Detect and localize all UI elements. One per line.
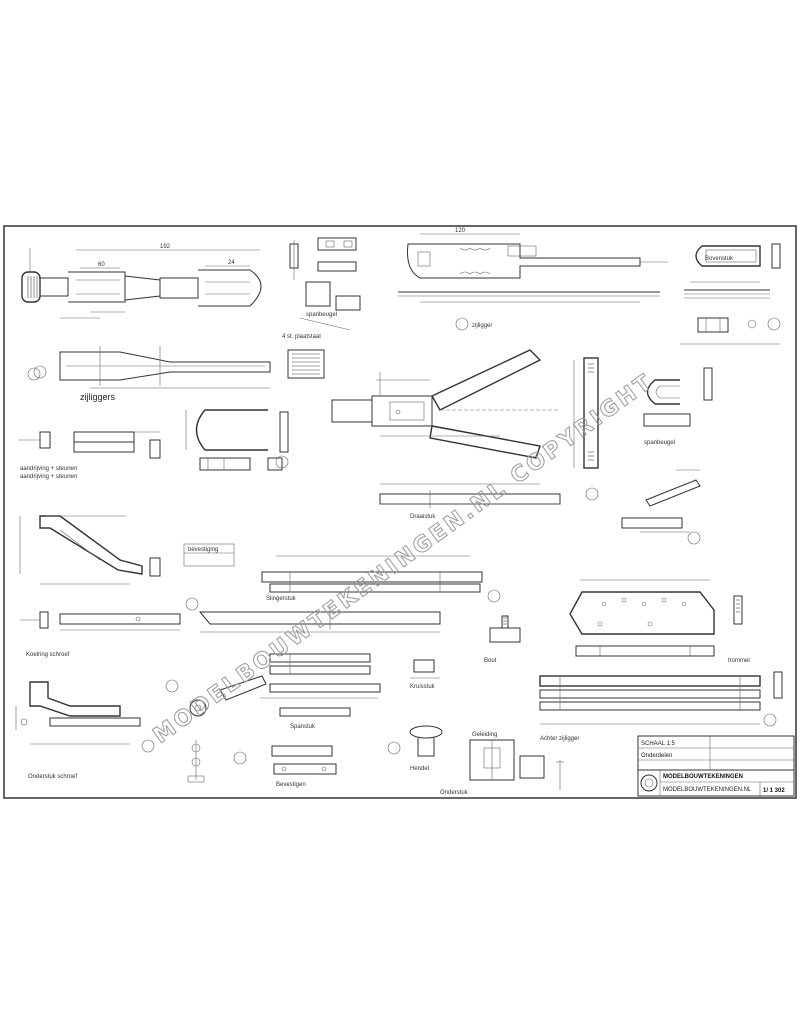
svg-text:24: 24 bbox=[228, 260, 235, 266]
svg-text:Koelring schroef: Koelring schroef bbox=[26, 652, 70, 658]
part-bolt: Bout Kruisstuk bbox=[410, 615, 521, 690]
label-trommel: trommel bbox=[728, 658, 750, 664]
svg-text:Draaistuk: Draaistuk bbox=[410, 514, 436, 520]
svg-text:bevestiging: bevestiging bbox=[188, 547, 218, 553]
part-spec-box: bevestiging bbox=[183, 543, 235, 567]
title-company: MODELBOUWTEKENINGEN bbox=[663, 774, 743, 780]
part-v-frame bbox=[331, 349, 560, 459]
round-logo-icon bbox=[640, 774, 658, 792]
title-sheet-number: 1/ 1 302 bbox=[763, 788, 785, 794]
svg-text:Bevestigen: Bevestigen bbox=[276, 782, 306, 788]
part-stacked-bars: Slingerstuk bbox=[198, 555, 501, 633]
part-lever: Koelring schroef bbox=[20, 611, 181, 658]
part-small-lower: Bevestigen Hendel bbox=[187, 725, 443, 788]
title-subject: Onderdelen bbox=[641, 753, 672, 759]
svg-text:Geleiding: Geleiding bbox=[472, 732, 497, 738]
part-ramp bbox=[621, 469, 701, 545]
svg-text:Spanstuk: Spanstuk bbox=[290, 724, 316, 730]
svg-text:Slingerstuk: Slingerstuk bbox=[266, 596, 297, 602]
part-small-plates: spanbeugel 4 st. plaatstaal bbox=[282, 237, 361, 340]
svg-text:4 st. plaatstaal: 4 st. plaatstaal bbox=[282, 334, 321, 340]
title-scale: SCHAAL 1:5 bbox=[641, 741, 675, 747]
svg-text:spanbeugel: spanbeugel bbox=[644, 440, 675, 446]
part-right-small-plates bbox=[680, 317, 781, 345]
part-fork-u: aandrijving + steunen aandrijving + steu… bbox=[18, 409, 289, 480]
svg-text:Bovenstuk: Bovenstuk bbox=[705, 256, 734, 262]
part-guide: Geleiding Onderstuk bbox=[440, 732, 564, 796]
part-vertical-bar bbox=[573, 357, 599, 501]
part-fork-bracket: 192 60 24 bbox=[21, 244, 262, 379]
label-bout: Bout bbox=[484, 658, 497, 664]
part-lower-bracket: Onderstuk schroef bbox=[15, 681, 155, 780]
part-holed-plate: trommel bbox=[569, 579, 750, 664]
sheet-border bbox=[3, 225, 797, 799]
svg-text:120: 120 bbox=[455, 228, 466, 234]
title-website: MODELBOUWTEKENINGEN.NL bbox=[663, 787, 752, 793]
svg-text:Hendel: Hendel bbox=[410, 766, 429, 772]
svg-text:aandrijving + steunen: aandrijving + steunen bbox=[20, 474, 77, 480]
svg-text:zijligger: zijligger bbox=[472, 323, 492, 329]
svg-text:Achter zijligger: Achter zijligger bbox=[540, 736, 579, 742]
label-zijligger: zijliggers bbox=[80, 392, 116, 402]
svg-text:60: 60 bbox=[98, 262, 105, 268]
svg-text:aandrijving + steunen: aandrijving + steunen bbox=[20, 466, 77, 472]
svg-text:spanbeugel: spanbeugel bbox=[306, 312, 337, 318]
title-block: SCHAAL 1:5 Onderdelen MODELBOUWTEKENINGE… bbox=[637, 735, 795, 797]
part-center-bar: Draaistuk bbox=[379, 483, 561, 520]
part-u-clip: spanbeugel bbox=[643, 367, 713, 446]
part-long-plate: 120 zijligger bbox=[398, 228, 668, 331]
svg-text:Onderstuk schroef: Onderstuk schroef bbox=[28, 774, 77, 780]
part-lower-bars: Spanstuk bbox=[165, 653, 381, 730]
svg-text:Onderstuk: Onderstuk bbox=[440, 790, 469, 796]
part-diagonal-slide bbox=[19, 515, 199, 611]
part-rounded-handle: Bovenstuk bbox=[684, 243, 781, 299]
part-long-rails: Achter zijligger bbox=[539, 671, 783, 742]
svg-text:Kruisstuk: Kruisstuk bbox=[410, 684, 436, 690]
part-taper-bar: zijliggers bbox=[27, 346, 325, 402]
svg-text:192: 192 bbox=[160, 244, 171, 250]
